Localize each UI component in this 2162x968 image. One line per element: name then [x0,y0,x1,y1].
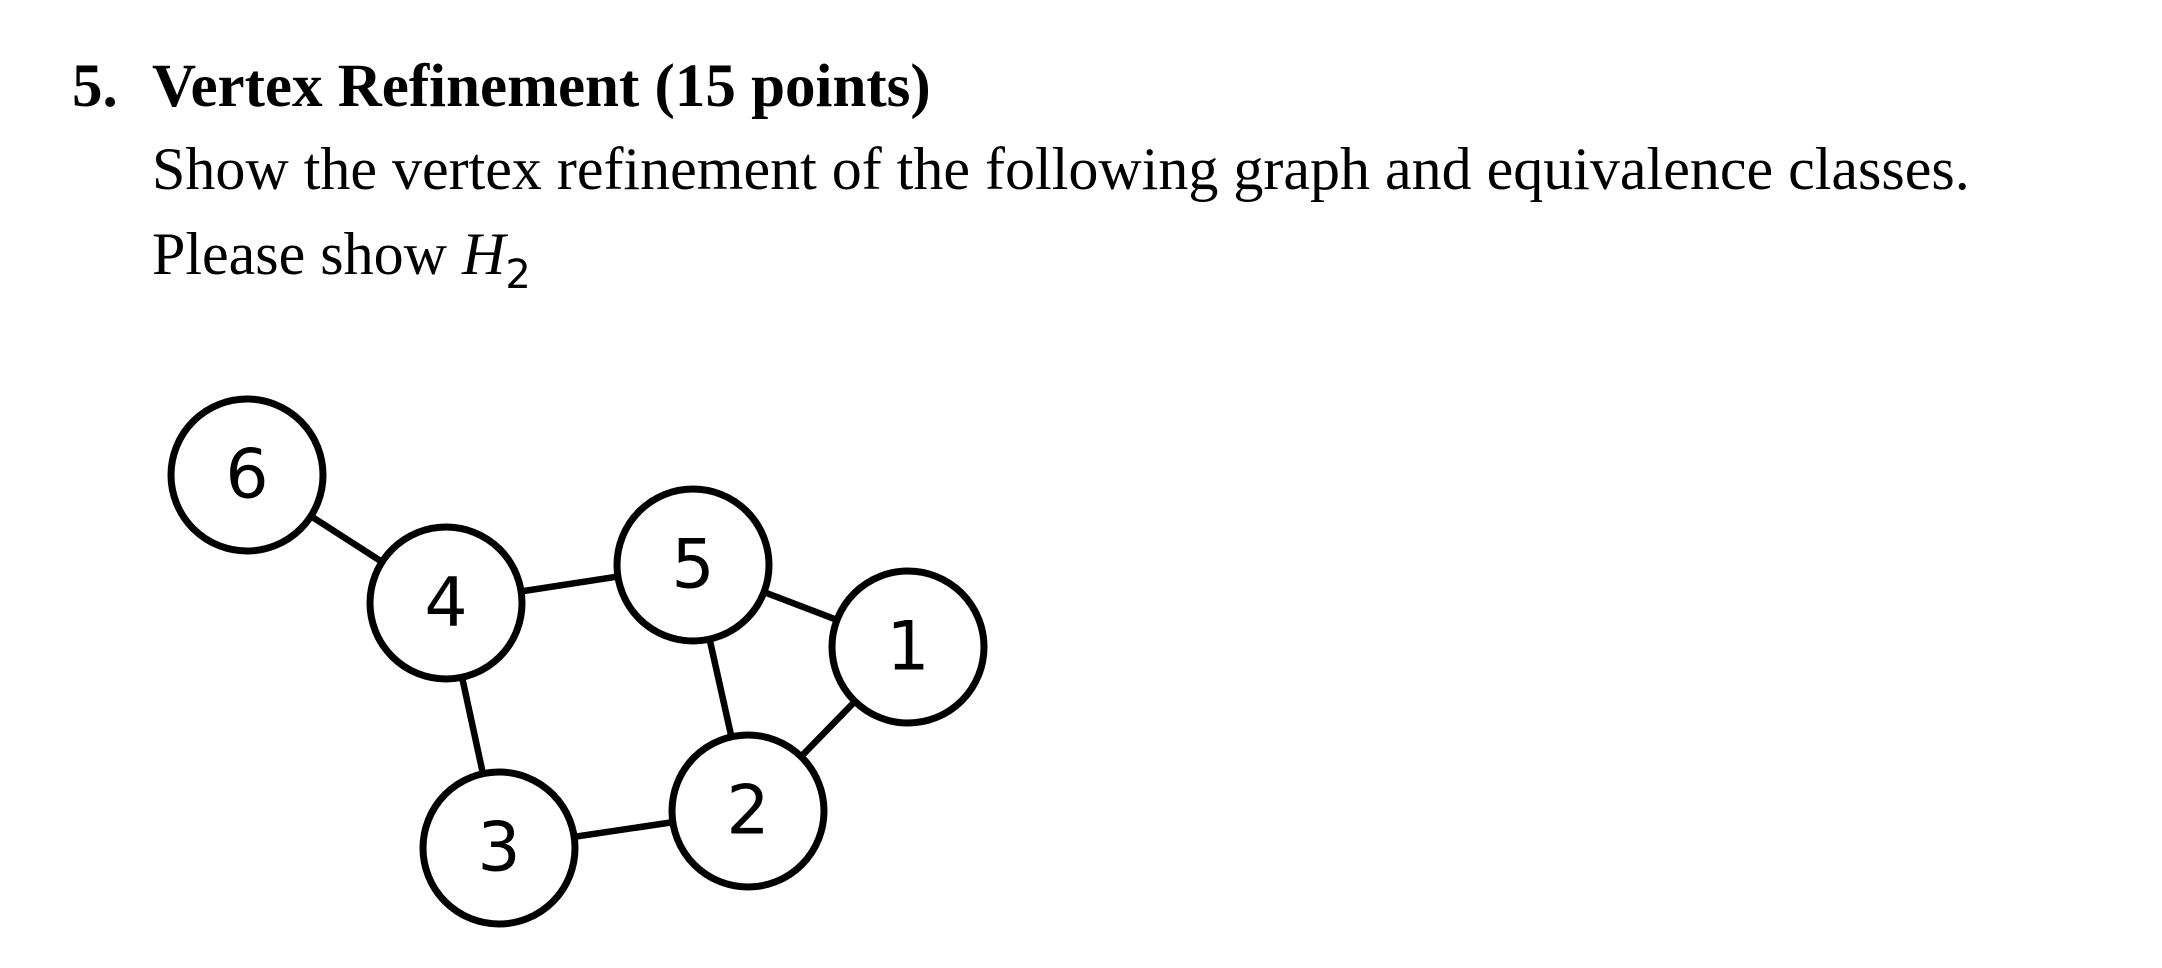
graph-node-4: 4 [366,523,526,683]
node-label: 3 [477,809,520,888]
math-symbol: H [461,221,506,287]
math-subscript: 2 [505,252,531,298]
node-label: 5 [671,526,714,605]
question-title: Vertex Refinement (15 points) [152,53,931,120]
question-instruction: Show the vertex refinement of the follow… [152,136,1970,202]
node-label: 1 [886,608,929,687]
question-heading: 5. Vertex Refinement (15 points) [72,52,931,122]
graph-node-3: 3 [419,768,579,928]
node-label: 4 [424,564,467,643]
question-request: Please show H2 [152,220,531,298]
node-label: 6 [225,436,268,515]
graph-node-2: 2 [668,731,828,891]
node-label: 2 [726,772,769,851]
graph-node-5: 5 [613,485,773,645]
request-text: Please show [152,221,462,287]
question-number: 5. [72,53,118,120]
graph-node-1: 1 [828,567,988,727]
graph-node-6: 6 [167,395,327,555]
